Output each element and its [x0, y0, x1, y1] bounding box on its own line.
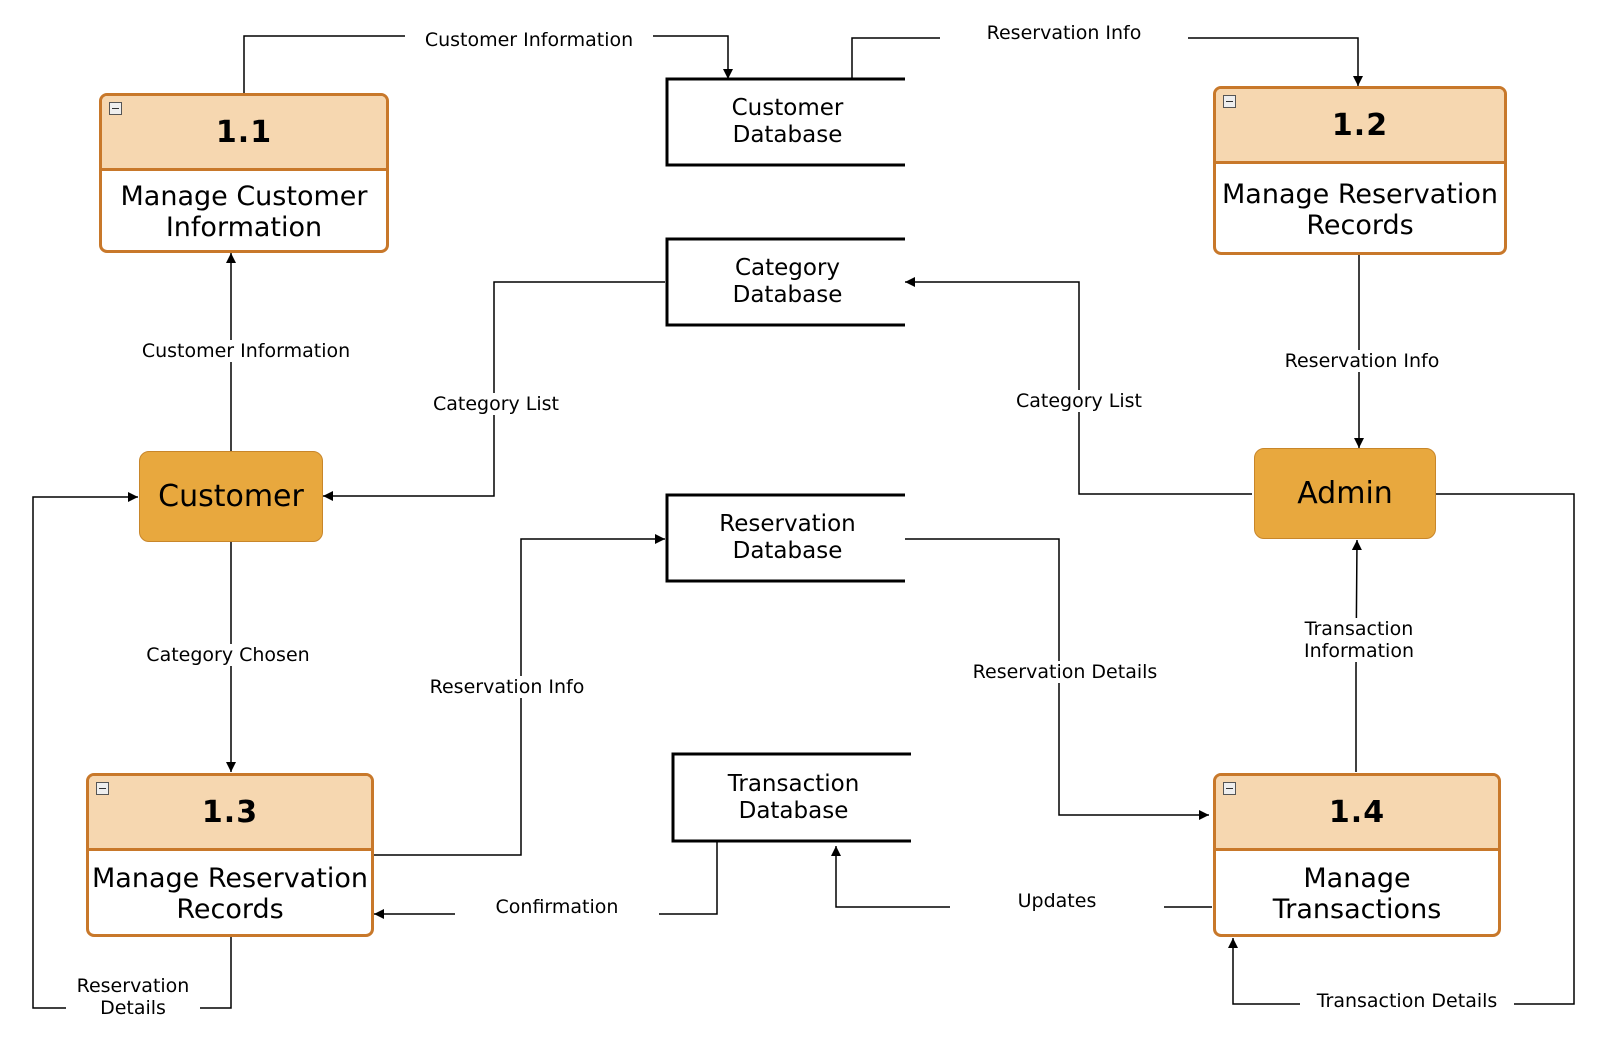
process-header: 1.4 — [1216, 776, 1498, 851]
entity-admin[interactable]: Admin — [1254, 448, 1436, 539]
process-id: 1.3 — [201, 794, 259, 830]
process-header: 1.3 — [89, 776, 371, 851]
collapse-icon[interactable] — [109, 102, 122, 115]
process-id: 1.1 — [215, 114, 273, 150]
flow-label-reservation-info: Reservation Info — [940, 22, 1188, 44]
data-store-category-database[interactable]: Category Database — [732, 255, 843, 308]
flow-category-list-to-customer — [323, 281, 665, 501]
category-db-outline — [665, 237, 905, 327]
process-1-3[interactable]: 1.3 Manage Reservation Records — [86, 773, 374, 937]
process-1-2[interactable]: 1.2 Manage Reservation Records — [1213, 86, 1507, 255]
flow-transaction-info-to-admin — [1351, 539, 1362, 772]
flow-label-category-chosen: Category Chosen — [131, 644, 325, 666]
flow-label-customer-information: Customer Information — [122, 340, 370, 362]
flow-reservation-details-to-customer — [32, 492, 232, 1009]
reservation-db-outline — [665, 493, 905, 583]
flow-label-transaction-details: Transaction Details — [1300, 990, 1514, 1012]
process-header: 1.1 — [102, 96, 386, 171]
process-id: 1.2 — [1331, 107, 1389, 143]
flow-reservation-info-to-1-2 — [851, 37, 1363, 86]
flow-label-category-list: Category List — [414, 393, 578, 415]
flow-label-confirmation: Confirmation — [455, 896, 659, 918]
collapse-icon[interactable] — [96, 782, 109, 795]
transaction-db-outline — [671, 752, 911, 843]
flow-label-category-list: Category List — [997, 390, 1161, 412]
data-store-customer-database[interactable]: Customer Database — [731, 95, 844, 148]
flow-label-reservation-details: Reservation Details — [957, 661, 1173, 683]
process-title: Manage Customer Information — [120, 181, 368, 243]
process-1-4[interactable]: 1.4 Manage Transactions — [1213, 773, 1501, 937]
flow-label-updates: Updates — [950, 890, 1164, 912]
process-title: Manage Reservation Records — [91, 863, 368, 925]
entity-customer[interactable]: Customer — [139, 451, 323, 542]
flow-label-reservation-details: Reservation Details — [66, 975, 200, 1019]
process-header: 1.2 — [1216, 89, 1504, 164]
data-store-reservation-database[interactable]: Reservation Database — [719, 511, 856, 564]
flow-transaction-details-to-1-4 — [1228, 493, 1575, 1005]
process-title: Manage Transactions — [1272, 863, 1442, 925]
flow-label-reservation-info: Reservation Info — [1265, 350, 1459, 372]
flow-label-customer-information: Customer Information — [405, 29, 653, 51]
flow-label-reservation-info: Reservation Info — [415, 676, 599, 698]
process-1-1[interactable]: 1.1 Manage Customer Information — [99, 93, 389, 253]
data-store-transaction-database[interactable]: Transaction Database — [727, 770, 860, 824]
flow-label-transaction-information: Transaction Information — [1277, 618, 1441, 662]
collapse-icon[interactable] — [1223, 95, 1236, 108]
process-id: 1.4 — [1328, 794, 1386, 830]
flow-category-list-to-category-db — [905, 277, 1252, 495]
collapse-icon[interactable] — [1223, 782, 1236, 795]
process-title: Manage Reservation Records — [1221, 178, 1498, 241]
customer-db-outline — [665, 77, 905, 167]
